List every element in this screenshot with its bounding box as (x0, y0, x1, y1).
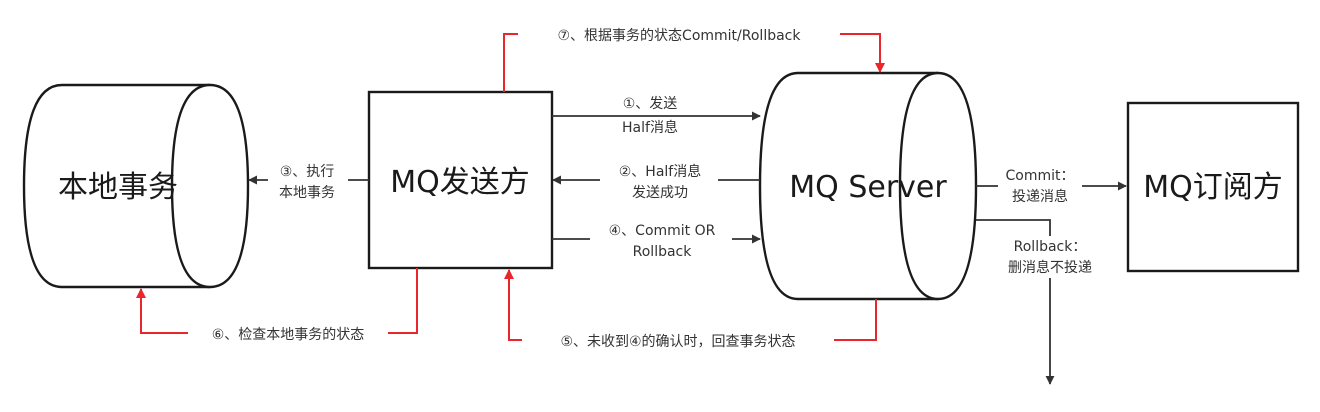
label-rollback-background (994, 236, 1106, 278)
label-step5-background (522, 330, 834, 352)
label-step3-background (268, 163, 348, 201)
label-step4-background (590, 222, 732, 260)
label-step6-background (188, 323, 388, 345)
label-step4-line2: Rollback (633, 244, 693, 260)
edge-step6-check-local: ⑥、检查本地事务的状态 (136, 268, 418, 345)
edge-step7-commit-by-state: ⑦、根据事务的状态Commit/Rollback (503, 24, 885, 92)
label-step7: ⑦、根据事务的状态Commit/Rollback (558, 28, 802, 44)
edge-step2-half-ack: ②、Half消息 发送成功 (552, 163, 760, 201)
label-step2-line2: 发送成功 (632, 185, 688, 201)
arrow-rollback (976, 219, 1055, 385)
consumer-label: MQ订阅方 (1143, 170, 1283, 205)
mq-server-node: MQ Server (758, 71, 978, 301)
label-rollback-line1: Rollback： (1014, 239, 1087, 255)
label-step6: ⑥、检查本地事务的状态 (212, 327, 365, 343)
label-commit-background (998, 166, 1082, 206)
producer-label: MQ发送方 (390, 165, 530, 200)
label-step1-line2: Half消息 (622, 119, 678, 136)
producer-node: MQ发送方 (367, 90, 554, 270)
label-step2-background (600, 163, 718, 199)
label-step3-line2: 本地事务 (279, 185, 335, 201)
label-step5: ⑤、未收到④的确认时，回查事务状态 (560, 334, 795, 350)
edge-rollback-delete: Rollback： 删消息不投递 (976, 219, 1106, 385)
label-step4-line1: ④、Commit OR (609, 223, 716, 239)
label-step3-line1: ③、执行 (280, 164, 335, 180)
edge-step1-send-half: ①、发送 Half消息 (552, 96, 761, 136)
edge-step4-commit-rollback: ④、Commit OR Rollback (552, 222, 761, 260)
local-transaction-label: 本地事务 (58, 170, 178, 205)
label-commit-line1: Commit： (1006, 168, 1075, 184)
consumer-node: MQ订阅方 (1126, 101, 1300, 273)
label-rollback-line2: 删消息不投递 (1008, 259, 1092, 276)
label-step1-line1: ①、发送 (623, 96, 678, 112)
local-transaction-node: 本地事务 (22, 83, 250, 289)
edge-commit-deliver: Commit： 投递消息 (976, 166, 1127, 206)
label-step7-background (518, 24, 840, 46)
label-step2-line1: ②、Half消息 (619, 163, 701, 180)
edge-step3-execute-local: ③、执行 本地事务 (248, 163, 369, 201)
edge-step5-check-back: ⑤、未收到④的确认时，回查事务状态 (504, 269, 877, 352)
label-commit-line2: 投递消息 (1012, 188, 1068, 205)
mq-server-label: MQ Server (789, 170, 947, 205)
